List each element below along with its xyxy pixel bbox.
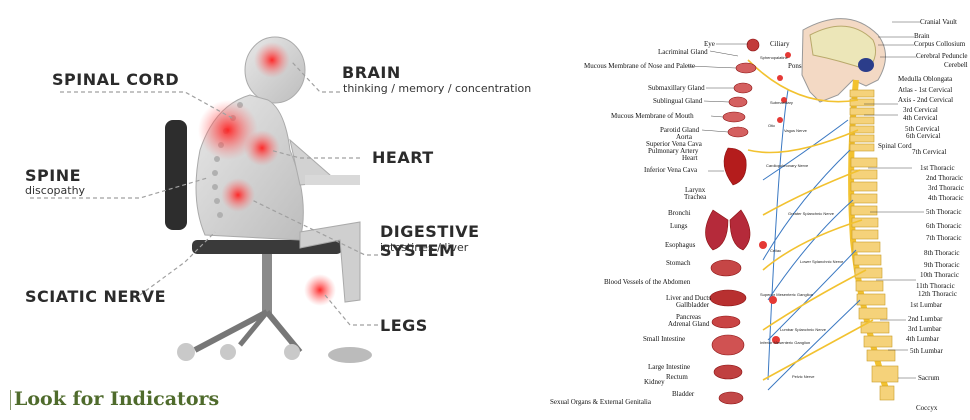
label-brain: BRAIN: [342, 63, 401, 82]
label-small-intestine: Small Intestine: [643, 335, 685, 343]
label-digestive-sub: intestines / liver: [380, 241, 468, 254]
label-celiac: Celiac: [770, 248, 781, 253]
label-lower-splanchnic: Lower Splanchnic Nerve: [800, 259, 843, 264]
label-lungs: Lungs: [670, 222, 688, 230]
label-bronchi: Bronchi: [668, 209, 691, 217]
label-coccyx: Coccyx: [916, 404, 937, 412]
label-8th-thoracic: 8th Thoracic: [924, 249, 959, 257]
label-6th-thoracic: 6th Thoracic: [926, 222, 961, 230]
label-cranial-vault: Cranial Vault: [920, 18, 957, 26]
label-rectum: Rectum: [666, 373, 688, 381]
label-atlas-1st-cervical: Atlas - 1st Cervical: [898, 86, 952, 94]
label-stomach: Stomach: [666, 259, 691, 267]
label-7th-thoracic: 7th Thoracic: [926, 234, 961, 242]
label-medulla-oblongata: Medulla Oblongata: [898, 75, 952, 83]
label-spinal-cord: SPINAL CORD: [52, 70, 179, 89]
label-1st-lumbar: 1st Lumbar: [910, 301, 942, 309]
label-9th-thoracic: 9th Thoracic: [924, 261, 959, 269]
label-legs: LEGS: [380, 316, 428, 335]
label-inferior-vena-cava: Inferior Vena Cava: [644, 166, 697, 174]
label-brain-sub: thinking / memory / concentration: [343, 82, 531, 95]
label-spine-sub: discopathy: [25, 184, 85, 197]
label-greater-splanchnic: Greater Splanchnic Nerve: [788, 211, 834, 216]
label-spinal-cord: Spinal Cord: [878, 142, 912, 150]
label-adrenal-gland: Adrenal Gland: [668, 320, 709, 328]
label-spine: SPINE: [25, 166, 81, 185]
label-6th-cervical: 6th Cervical: [906, 132, 940, 140]
label-corpus-collosium: Corpus Collosium: [914, 40, 965, 48]
label-pons: Pons: [788, 62, 802, 70]
label-sphenopalatine: Sphenopalatine: [760, 55, 788, 60]
posture-infographic: SPINAL CORD BRAIN thinking / memory / co…: [0, 0, 540, 420]
label-lumbar-splanchnic: Lumbar Splanchnic Nerve: [780, 327, 826, 332]
label-10th-thoracic: 10th Thoracic: [920, 271, 959, 279]
label-4th-lumbar: 4th Lumbar: [906, 335, 939, 343]
label-sciatic-nerve: SCIATIC NERVE: [25, 287, 166, 306]
label-5th-lumbar: 5th Lumbar: [910, 347, 943, 355]
label-12th-thoracic: 12th Thoracic: [918, 290, 957, 298]
label-large-intestine: Large Intestine: [648, 363, 690, 371]
label-5th-thoracic: 5th Thoracic: [926, 208, 961, 216]
label-3rd-lumbar: 3rd Lumbar: [908, 325, 941, 333]
label-pelvic-nerve: Pelvic Nerve: [792, 374, 814, 379]
label-otic: Otic: [768, 123, 775, 128]
label-submaxillary-ganglion: Submaxillary: [770, 100, 793, 105]
section-heading: Look for Indicators: [14, 388, 219, 410]
label-brain: Brain: [914, 32, 930, 40]
label-4th-cervical: 4th Cervical: [903, 114, 937, 122]
label-1st-thoracic: 1st Thoracic: [920, 164, 955, 172]
label-trachea: Trachea: [684, 193, 706, 201]
label-cerebell: Cerebell: [944, 61, 968, 69]
label-3rd-cervical: 3rd Cervical: [903, 106, 938, 114]
label-sacrum: Sacrum: [918, 374, 939, 382]
label-esophagus: Esophagus: [665, 241, 695, 249]
label-2nd-thoracic: 2nd Thoracic: [926, 174, 963, 182]
label-2nd-lumbar: 2nd Lumbar: [908, 315, 942, 323]
label-ciliary: Ciliary: [770, 40, 789, 48]
label-inferior-mesenteric: Inferior Mesenteric Ganglion: [760, 340, 810, 345]
label-cerebral-peduncle: Cerebral Peduncle: [916, 52, 968, 60]
label-sexual-organs: Sexual Organs & External Genitalia: [550, 398, 651, 406]
label-axis-2nd-cervical: Axis - 2nd Cervical: [898, 96, 953, 104]
label-superior-mesenteric: Superior Mesenteric Ganglion: [760, 292, 813, 297]
heart-highlight: [244, 130, 280, 166]
label-vagus-nerve: Vagus Nerve: [784, 128, 807, 133]
label-3rd-thoracic: 3rd Thoracic: [928, 184, 964, 192]
brain-highlight: [254, 42, 290, 78]
nervous-system-chart: Eye Lacriminal Gland Mucous Membrane of …: [548, 0, 970, 420]
label-heart: Heart: [682, 154, 698, 162]
label-blood-vessels-abdomen: Blood Vessels of the Abdomen: [604, 278, 690, 286]
label-4th-thoracic: 4th Thoracic: [928, 194, 963, 202]
digestive-highlight: [221, 178, 255, 212]
label-cardiopulmonary-nerve: Cardiopulmonary Nerve: [766, 163, 808, 168]
label-sublingual-gland: Sublingual Gland: [653, 97, 702, 105]
label-11th-thoracic: 11th Thoracic: [916, 282, 955, 290]
label-gallbladder: Gallbladder: [676, 301, 709, 309]
label-mucous-mouth: Mucous Membrane of Mouth: [611, 112, 694, 120]
label-lacriminal-gland: Lacriminal Gland: [658, 48, 708, 56]
label-kidney: Kidney: [644, 378, 665, 386]
label-bladder: Bladder: [672, 390, 694, 398]
label-heart: HEART: [372, 148, 434, 167]
label-submaxillary-gland: Submaxillary Gland: [648, 84, 705, 92]
label-mucous-nose: Mucous Membrane of Nose and Palette: [584, 62, 695, 70]
label-eye: Eye: [704, 40, 715, 48]
legs-highlight: [304, 274, 336, 306]
label-7th-cervical: 7th Cervical: [912, 148, 946, 156]
text-cursor: [10, 390, 11, 410]
